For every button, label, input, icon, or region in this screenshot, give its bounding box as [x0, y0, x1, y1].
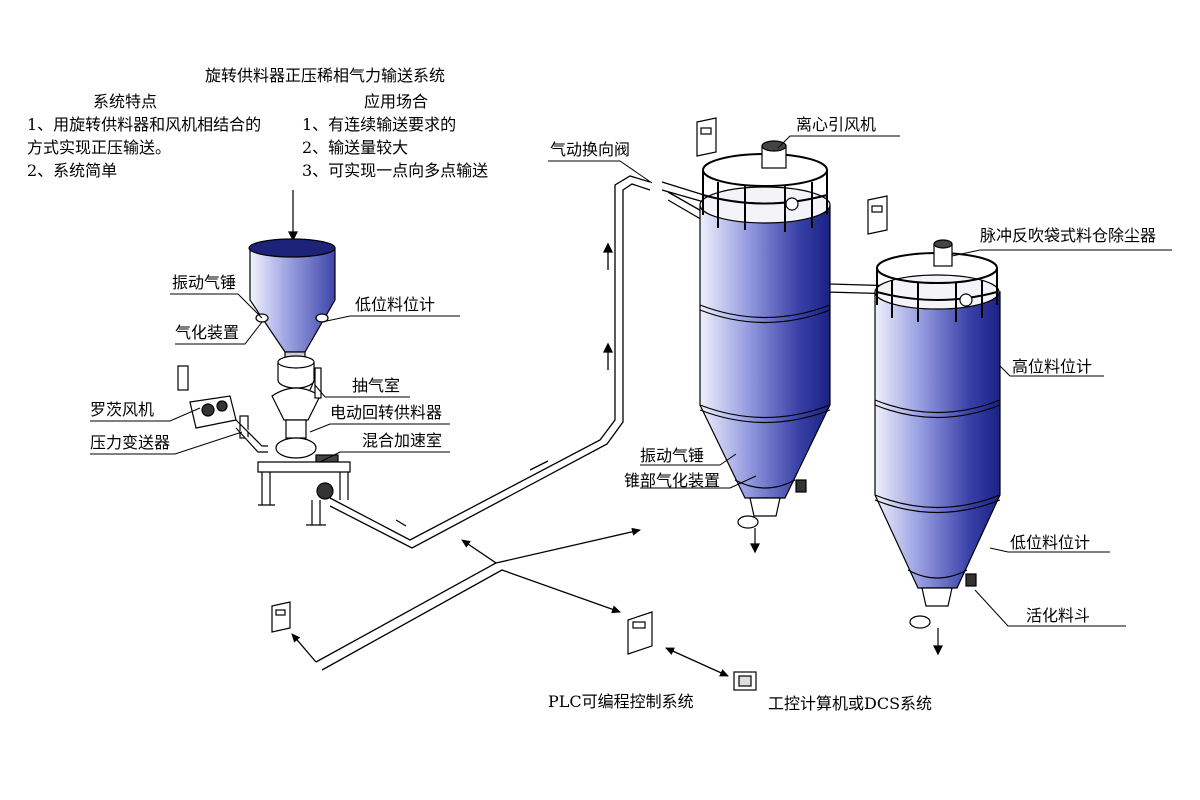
field-box	[271, 601, 291, 633]
label-aeration-device: 气化装置	[175, 323, 240, 342]
feature-line-1: 1、用旋转供料器和风机相结合的	[27, 115, 262, 134]
feature-line-2: 方式实现正压输送。	[27, 138, 172, 157]
label-electric-rotary-feeder: 电动回转供料器	[330, 403, 443, 422]
feature-line-3: 2、系统简单	[27, 161, 118, 180]
label-activation-hopper: 活化料斗	[1026, 606, 1091, 625]
label-high-level-meter: 高位料位计	[1012, 357, 1093, 376]
label-ipc-dcs: 工控计算机或DCS系统	[768, 694, 933, 713]
label-centrifugal-fan: 离心引风机	[796, 115, 877, 134]
roots-blower	[177, 365, 268, 453]
label-vibration-hammer-left: 振动气锤	[172, 273, 237, 292]
label-vibration-hammer-right: 振动气锤	[640, 446, 705, 465]
silo-1	[696, 117, 831, 554]
silo-2	[867, 195, 1001, 656]
diagram-title: 旋转供料器正压稀相气力输送系统	[205, 66, 446, 85]
label-exhaust-chamber: 抽气室	[352, 376, 401, 395]
application-line-3: 3、可实现一点向多点输送	[302, 161, 489, 180]
label-plc: PLC可编程控制系统	[548, 692, 694, 711]
label-cone-aeration: 锥部气化装置	[624, 471, 721, 490]
application-line-1: 1、有连续输送要求的	[302, 115, 457, 134]
signal-lines	[291, 527, 729, 677]
label-pulse-dust-collector: 脉冲反吹袋式料仓除尘器	[980, 226, 1157, 245]
applications-heading: 应用场合	[364, 92, 429, 111]
features-heading: 系统特点	[93, 92, 158, 111]
label-low-level-meter-right: 低位料位计	[1010, 533, 1091, 552]
label-mixing-chamber: 混合加速室	[362, 431, 443, 450]
flow-arrows	[395, 242, 614, 527]
feed-hopper	[248, 190, 351, 526]
label-low-level-meter-left: 低位料位计	[355, 295, 436, 314]
label-pneumatic-diverter: 气动换向阀	[550, 140, 631, 159]
plc-cabinet	[627, 611, 653, 655]
application-line-2: 2、输送量较大	[302, 138, 409, 157]
ipc-computer	[733, 671, 757, 691]
leader-lines	[90, 135, 1172, 627]
label-pressure-transmitter: 压力变送器	[90, 433, 171, 452]
label-roots-blower: 罗茨风机	[90, 400, 155, 419]
